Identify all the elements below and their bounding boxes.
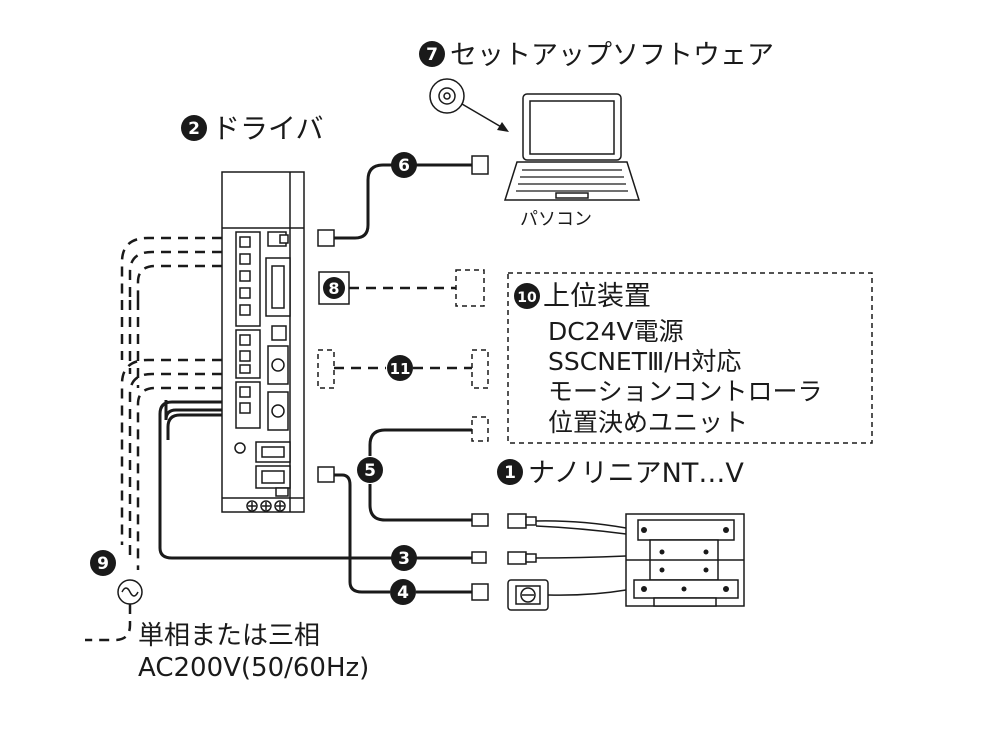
software-label: 7 セットアップソフトウェア (419, 40, 774, 71)
svg-text:6: 6 (398, 156, 410, 176)
svg-text:1: 1 (504, 463, 516, 483)
driver-unit (221, 171, 305, 513)
svg-text:AC200V(50/60Hz): AC200V(50/60Hz) (138, 653, 369, 683)
cable-5: 5 (357, 416, 489, 527)
host-line-1: DC24V電源 (548, 317, 684, 346)
driver-power-connectors (234, 231, 261, 454)
pc-label: パソコン (520, 209, 592, 230)
host-line-3: モーションコントローラ (548, 377, 823, 406)
cd-icon (429, 78, 509, 132)
cable-11: 11 (317, 349, 489, 389)
linear-unit-label: 1 ナノリニアNT…V (497, 458, 744, 489)
connector-8: 8 (318, 269, 485, 307)
svg-text:ナノリニアNT…V: ナノリニアNT…V (528, 458, 744, 489)
driver-label: 2 ドライバ (181, 112, 323, 145)
power-label: 9 単相または三相 AC200V(50/60Hz) (90, 550, 369, 683)
encoder-cable-4: 4 (317, 466, 489, 605)
svg-text:セットアップソフトウェア: セットアップソフトウェア (450, 40, 774, 71)
svg-text:5: 5 (364, 461, 376, 481)
driver-ground-terminals (246, 500, 286, 512)
power-supply-wiring (85, 236, 222, 642)
svg-text:3: 3 (398, 549, 410, 569)
laptop-icon (503, 93, 641, 201)
svg-text:9: 9 (97, 554, 109, 574)
svg-text:4: 4 (397, 583, 409, 603)
svg-text:2: 2 (188, 119, 200, 139)
host-controller-box: 10 上位装置 DC24V電源 SSCNETⅢ/H対応 モーションコントローラ … (507, 272, 873, 444)
usb-cable-6: 6 (317, 152, 489, 247)
linear-unit-drawing (507, 513, 745, 611)
svg-text:8: 8 (328, 279, 339, 298)
motor-cable-3: 3 (158, 400, 487, 571)
host-line-2: SSCNETⅢ/H対応 (548, 347, 741, 376)
host-line-4: 位置決めユニット (548, 408, 748, 437)
svg-text:10: 10 (517, 290, 537, 306)
driver-signal-connectors (255, 231, 291, 497)
svg-text:ドライバ: ドライバ (212, 112, 323, 145)
svg-text:単相または三相: 単相または三相 (138, 621, 320, 651)
host-title: 上位装置 (543, 281, 651, 312)
svg-text:11: 11 (390, 360, 411, 378)
svg-text:7: 7 (426, 45, 438, 65)
